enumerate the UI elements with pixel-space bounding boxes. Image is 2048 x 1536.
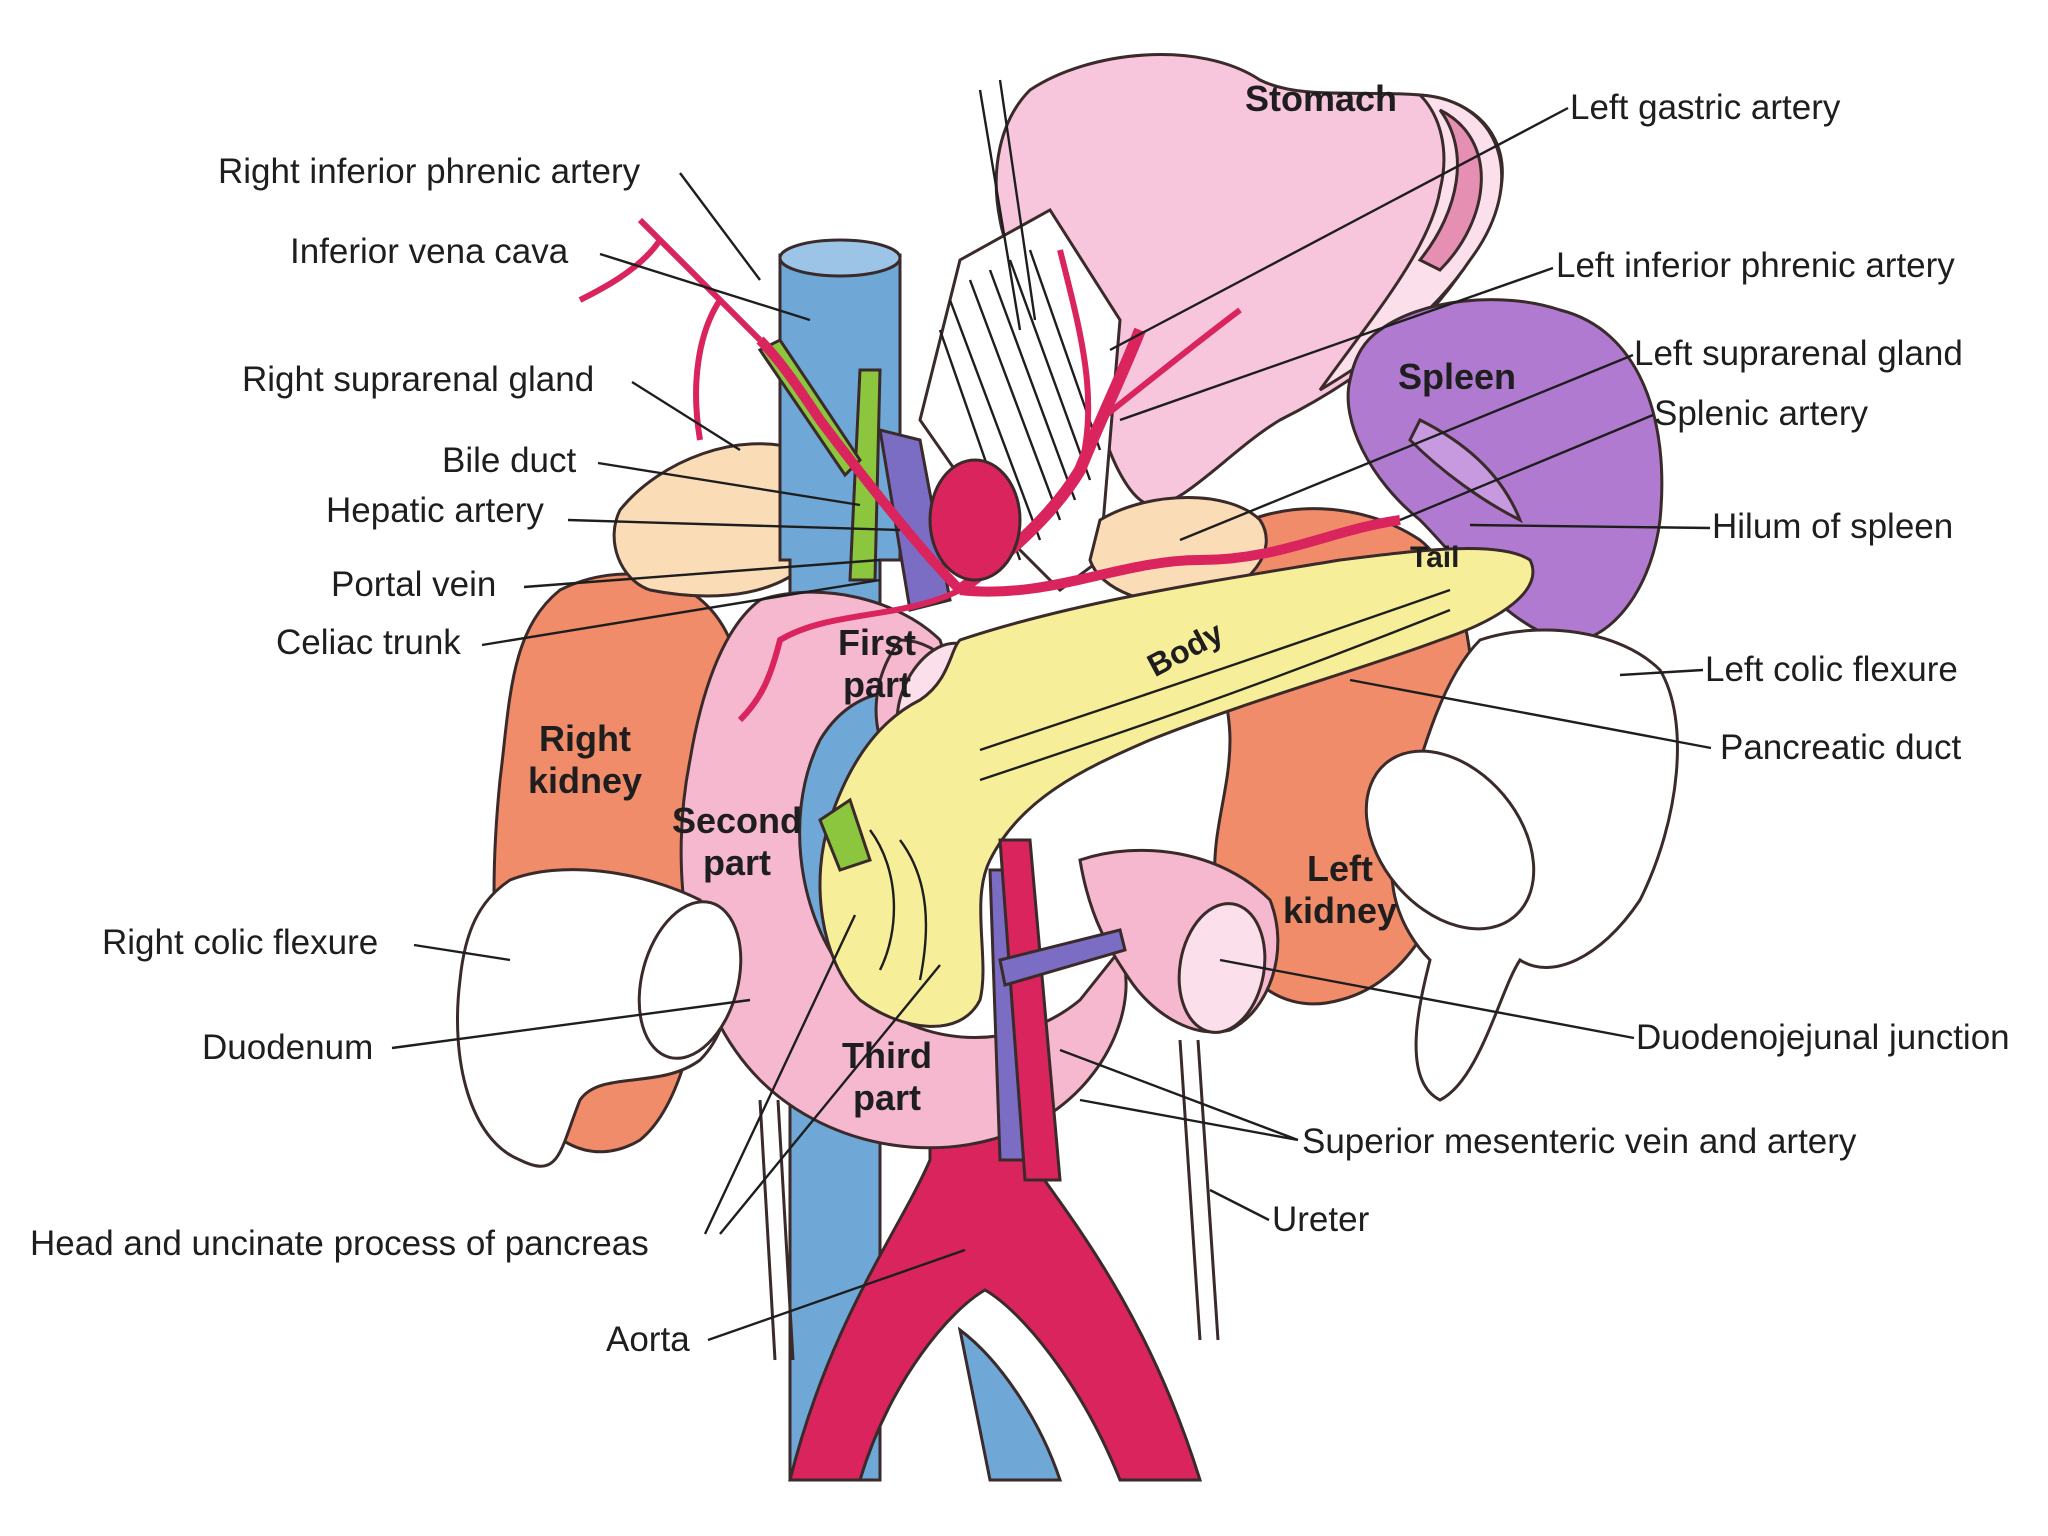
label-hilum-of-spleen: Hilum of spleen <box>1712 507 1954 546</box>
label-left-gastric-artery: Left gastric artery <box>1570 88 1841 127</box>
aorta <box>788 1048 1203 1482</box>
label-head-uncinate-pancreas: Head and uncinate process of pancreas <box>30 1224 649 1263</box>
label-left-colic-flexure: Left colic flexure <box>1705 650 1958 689</box>
ureters <box>758 1039 1220 1361</box>
label-right-inferior-phrenic-artery: Right inferior phrenic artery <box>218 152 641 191</box>
label-celiac-trunk: Celiac trunk <box>276 623 461 662</box>
label-portal-vein: Portal vein <box>331 565 497 604</box>
arteries <box>578 217 1401 723</box>
leader-lines-left <box>391 172 966 1342</box>
label-right-suprarenal-gland: Right suprarenal gland <box>242 360 595 399</box>
label-duodenojejunal-junction: Duodenojejunal junction <box>1636 1018 2010 1057</box>
colic-flexures <box>456 628 1679 1168</box>
label-duodenum: Duodenum <box>202 1028 374 1067</box>
label-ureter: Ureter <box>1272 1200 1370 1239</box>
label-aorta: Aorta <box>606 1320 690 1359</box>
label-pancreas-tail: Tail <box>1410 541 1460 574</box>
label-hepatic-artery: Hepatic artery <box>326 491 544 530</box>
label-stomach: Stomach <box>1245 78 1398 119</box>
label-right-colic-flexure: Right colic flexure <box>102 923 379 962</box>
label-pancreatic-duct: Pancreatic duct <box>1720 728 1962 767</box>
label-bile-duct: Bile duct <box>442 441 577 480</box>
label-splenic-artery: Splenic artery <box>1654 394 1868 433</box>
leader-lines-right <box>1059 106 1712 1222</box>
superior-mesenteric-vessels <box>988 838 1127 1182</box>
label-spleen: Spleen <box>1398 356 1517 397</box>
label-left-suprarenal-gland: Left suprarenal gland <box>1634 334 1963 373</box>
label-inferior-vena-cava: Inferior vena cava <box>290 232 569 271</box>
label-superior-mesenteric-vein-artery: Superior mesenteric vein and artery <box>1302 1122 1857 1161</box>
label-left-inferior-phrenic-artery: Left inferior phrenic artery <box>1556 246 1955 285</box>
